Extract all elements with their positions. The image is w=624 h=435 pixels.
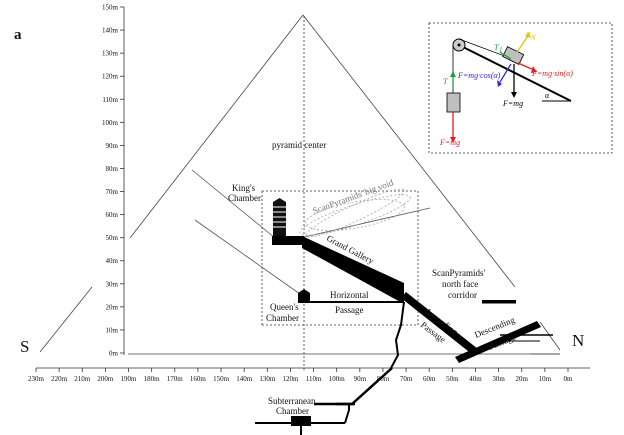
force-cos-label: F=mg·cos(α) (457, 71, 501, 80)
force-sin-label: F=mg·sin(α) (531, 69, 573, 78)
weight-block-label: F=mg (502, 99, 523, 108)
subterranean-chamber (255, 367, 393, 435)
x-tick-label: 230m (28, 375, 45, 383)
queens-chamber-label-2: Chamber (266, 313, 299, 323)
big-void-label: ScanPyramids' big void (311, 177, 395, 216)
x-tick-label: 30m (492, 375, 505, 383)
y-tick-label: 110m (102, 96, 118, 104)
y-tick-label: 20m (106, 303, 119, 311)
y-tick-label: 150m (102, 4, 119, 12)
x-tick-label: 80m (377, 375, 390, 383)
y-tick-label: 140m (102, 27, 119, 35)
angle-label: α (545, 91, 550, 100)
x-tick-label: 130m (259, 375, 276, 383)
queen-south-shaft (194, 219, 301, 295)
x-tick-label: 110m (306, 375, 322, 383)
panel-label: a (14, 27, 22, 43)
tension-label: T (494, 43, 499, 52)
kings-chamber-label-1: King's (232, 183, 256, 193)
horizontal-passage-label-2: Passage (335, 305, 364, 315)
y-tick-label: 50m (106, 234, 119, 242)
x-tick-label: 210m (74, 375, 91, 383)
x-tick-label: 10m (539, 375, 552, 383)
hanging-block (446, 92, 461, 113)
north-face-corridor (482, 300, 516, 304)
x-tick-label: 20m (516, 375, 529, 383)
tension-subscript: 1 (499, 46, 503, 54)
x-tick-label: 190m (121, 375, 138, 383)
x-tick-label: 140m (236, 375, 253, 383)
normal-force-subscript: N (530, 34, 536, 42)
x-tick-label: 120m (282, 375, 299, 383)
y-tick-label: 80m (106, 165, 119, 173)
south-casing-line (39, 286, 93, 353)
y-tick-label: 100m (102, 119, 119, 127)
pyramid-right-face (302, 14, 516, 288)
y-tick-label: 120m (102, 73, 119, 81)
y-tick-label: 90m (106, 142, 119, 150)
grand-gallery (302, 236, 404, 304)
king-north-shaft (299, 207, 431, 239)
ascending-passage (401, 292, 478, 355)
y-tick-label: 70m (106, 188, 119, 196)
normal-force-label: F (525, 31, 531, 40)
kings-chamber (272, 198, 304, 245)
subterranean-label-2: Chamber (276, 406, 309, 416)
queens-chamber-label-1: Queen's (270, 302, 299, 312)
x-tick-label: 160m (190, 375, 207, 383)
x-tick-label: 70m (400, 375, 413, 383)
x-tick-label: 90m (354, 375, 367, 383)
x-tick-label: 40m (469, 375, 482, 383)
x-tick-label: 150m (213, 375, 230, 383)
big-void (299, 188, 411, 238)
x-tick-label: 200m (97, 375, 114, 383)
y-axis-ticks: 0m 10m 20m 30m 40m 50m 60m 70m 80m 90m 100m 110m 120… (102, 4, 124, 358)
horizontal-passage-label-1: Horizontal (330, 290, 369, 300)
tension-left-label: T (443, 77, 448, 86)
y-tick-label: 40m (106, 257, 119, 265)
y-tick-label: 60m (106, 211, 119, 219)
y-tick-label: 10m (106, 326, 119, 334)
well-shaft (390, 301, 405, 369)
weight-hang-label: F=mg (439, 138, 460, 147)
air-shafts (191, 169, 431, 295)
subterranean-label-1: Subterranean (268, 396, 316, 406)
incline-block (502, 46, 525, 65)
pyramid-left-face (129, 14, 304, 239)
incline-surface (462, 46, 572, 102)
kings-chamber-label-2: Chamber (228, 193, 261, 203)
x-tick-label: 220m (51, 375, 68, 383)
region-box (261, 190, 419, 326)
north-casing-line (539, 321, 561, 351)
queens-chamber (298, 289, 310, 303)
x-tick-label: 50m (446, 375, 459, 383)
x-tick-label: 170m (167, 375, 184, 383)
x-tick-label: 180m (144, 375, 161, 383)
x-tick-label: 60m (423, 375, 436, 383)
x-tick-label: 100m (329, 375, 346, 383)
descending-passage (455, 321, 541, 363)
x-axis-ticks: 230m 220m 210m 200m 190m 180m 170m 160m 150m 140m… (28, 368, 573, 383)
north-label: N (572, 331, 584, 350)
x-tick-label: 0m (564, 375, 574, 383)
king-south-shaft (191, 169, 276, 239)
y-tick-label: 130m (102, 50, 119, 58)
north-face-label-2: north face (442, 279, 478, 289)
pyramid-outline (39, 14, 561, 355)
y-tick-label: 30m (106, 280, 119, 288)
south-label: S (20, 337, 29, 356)
pyramid-center-label: pyramid center (272, 140, 326, 150)
y-tick-label: 0m (109, 350, 119, 358)
north-face-label-1: ScanPyramids' (432, 268, 485, 278)
inset-force-diagram: T 1 T F N F=mg·cos(α) F=mg·sin(α) F=mg F… (428, 22, 613, 154)
north-face-label-3: corridor (448, 290, 477, 300)
